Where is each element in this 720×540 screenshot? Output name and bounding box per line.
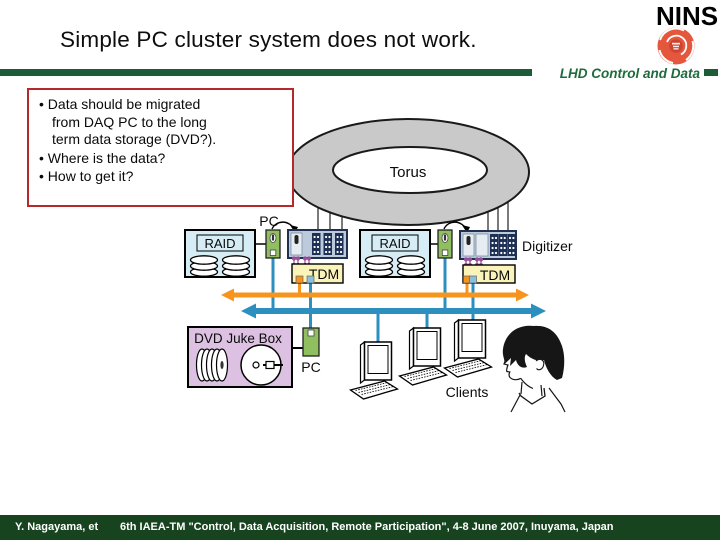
lhd-rose-logo-icon [657, 27, 695, 65]
daq-pc-right [437, 229, 453, 259]
client-2 [398, 327, 448, 386]
digitizer-label: Digitizer [522, 238, 573, 254]
orange-bus-arrow-left [221, 288, 234, 302]
bullet-list: Data should be migrated from DAQ PC to t… [39, 96, 231, 186]
blue-bus-arrow-right [531, 303, 546, 319]
bullet-item: Data should be migrated from DAQ PC to t… [39, 96, 231, 149]
dvd-disc [240, 344, 283, 386]
dvd-jukebox-label: DVD Juke Box [194, 331, 282, 346]
bullet-item: How to get it? [39, 168, 231, 186]
dvd-pc: PC [301, 327, 321, 375]
disc-stack [195, 348, 229, 382]
header-divider-end [704, 69, 718, 76]
raid-left-label: RAID [204, 236, 235, 251]
torus: Torus [286, 118, 530, 226]
pc-label-left: PC [259, 213, 278, 229]
orange-bus-arrow-right [516, 288, 529, 302]
network-drops [271, 258, 475, 343]
orange-bus [221, 288, 529, 302]
nins-logo: NINS [656, 1, 719, 31]
digitizer-right [459, 230, 517, 260]
torus-label: Torus [390, 164, 427, 181]
digitizer-left [287, 229, 348, 259]
dvd-jukebox: DVD Juke Box [187, 326, 293, 388]
header-divider [0, 69, 532, 76]
dvd-pc-label: PC [301, 359, 320, 375]
raid-right-label: RAID [379, 236, 410, 251]
client-1 [349, 341, 399, 400]
person-icon [502, 325, 566, 413]
blue-bus [241, 303, 546, 319]
tdm-right-label: TDM [480, 267, 510, 283]
raid-left: RAID [184, 229, 256, 278]
footer-conference: 6th IAEA-TM "Control, Data Acquisition, … [120, 521, 614, 533]
slide-title: Simple PC cluster system does not work. [60, 27, 477, 52]
daq-pc-left [265, 229, 281, 259]
raid-right: RAID [359, 229, 431, 278]
bullet-item: Where is the data? [39, 150, 231, 168]
blue-bus-arrow-left [241, 303, 256, 319]
clients-label: Clients [446, 384, 489, 400]
notes-callout: Data should be migrated from DAQ PC to t… [27, 88, 294, 207]
tdm-left-label: TDM [309, 266, 339, 282]
slide-subtitle: LHD Control and Data [559, 66, 700, 81]
footer-bar: Y. Nagayama, et 6th IAEA-TM "Control, Da… [0, 515, 720, 540]
footer-author: Y. Nagayama, et [15, 521, 99, 533]
client-3 [443, 319, 493, 378]
tdm-right: TDM [462, 264, 516, 284]
tdm-left: TDM [291, 263, 344, 284]
